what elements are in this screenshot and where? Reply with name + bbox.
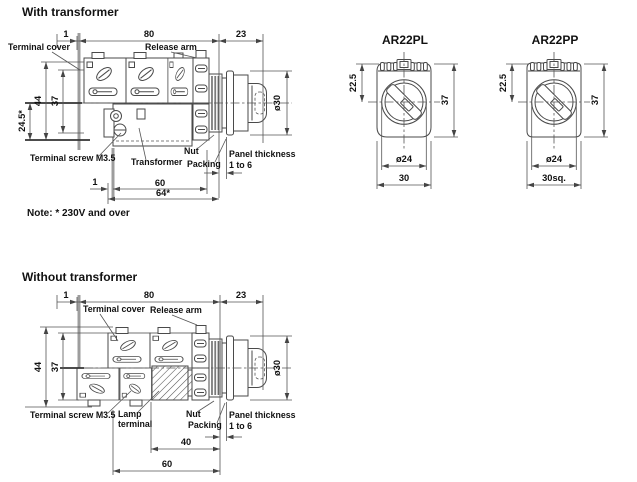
wot-release-arm-drawing — [191, 325, 210, 369]
ar22pl-dim-width: 30 — [399, 173, 409, 183]
wot-dim-height-inner: 37 — [50, 362, 60, 372]
wot-label-terminal-cover: Terminal cover — [83, 304, 146, 314]
wt-label-packing: Packing — [187, 159, 221, 169]
wot-lower-right-block — [191, 367, 210, 401]
wt-label-terminal-screw: Terminal screw M3.5 — [30, 153, 116, 163]
wt-label-release-arm: Release arm — [145, 42, 197, 52]
wot-label-release-arm: Release arm — [150, 305, 202, 315]
wt-lower-right-block — [192, 103, 210, 141]
with-transformer-view: With transformer — [8, 5, 296, 219]
wt-dim-bezel-dia: ø30 — [272, 95, 282, 111]
wot-label-terminal-screw: Terminal screw M3.5 — [30, 410, 116, 420]
wt-dim-body-depth: 60 — [155, 178, 165, 188]
ar22pl-dim-button-dia: ø24 — [396, 154, 413, 164]
wt-dim-front-length: 23 — [236, 29, 246, 39]
front-view-ar22pp: AR22PP 22.5 37 ø24 — [498, 33, 608, 189]
wt-labels: Terminal cover Release arm Terminal scre… — [8, 42, 296, 170]
wt-label-transformer: Transformer — [131, 157, 183, 167]
ar22pp-dim-top-to-center: 22.5 — [498, 74, 508, 92]
wot-dim-cover-thickness: 1 — [63, 290, 68, 300]
ar22pl-device-drawing — [368, 52, 440, 150]
wt-dim-overall-depth: 64* — [156, 188, 170, 198]
without-transformer-view: Without transformer — [22, 270, 296, 475]
wot-label-lamp-terminal-2: terminal — [118, 419, 152, 429]
wot-labels: Terminal cover Release arm Terminal scre… — [30, 304, 296, 431]
wot-dim-bezel-dia: ø30 — [272, 360, 282, 376]
wot-dim-height-outer: 44 — [33, 361, 43, 372]
wot-dim-front-length: 23 — [236, 290, 246, 300]
ar22pp-title: AR22PP — [532, 33, 579, 47]
wot-dimensions: 1 80 23 44 37 ø30 40 60 — [25, 290, 292, 475]
wot-title: Without transformer — [22, 270, 138, 284]
wt-title: With transformer — [22, 5, 119, 19]
ar22pp-dim-height: 37 — [590, 95, 600, 105]
wt-dim-height-outer: 44 — [33, 95, 43, 106]
wot-label-panel-range: 1 to 6 — [229, 421, 252, 431]
wot-dim-body-length: 80 — [144, 290, 154, 300]
wt-transformer-drawing — [103, 103, 193, 147]
wt-dim-cover-thickness: 1 — [63, 29, 68, 39]
wt-label-panel-thickness: Panel thickness — [229, 149, 296, 159]
wt-dim-body-length: 80 — [144, 29, 154, 39]
wt-dim-height-inner: 37 — [50, 96, 60, 106]
wt-label-panel-range: 1 to 6 — [229, 160, 252, 170]
wt-device-drawing — [25, 33, 292, 150]
wot-label-packing: Packing — [188, 420, 222, 430]
wot-device-drawing — [60, 295, 292, 407]
wot-dim-lamp-depth: 40 — [181, 437, 191, 447]
wot-label-nut: Nut — [186, 409, 201, 419]
ar22pp-dim-button-dia: ø24 — [546, 154, 563, 164]
wt-dimensions: 1 80 23 24.5* 44 37 ø30 1 60 64* — [17, 29, 292, 204]
wot-label-lamp-terminal-1: Lamp — [118, 409, 142, 419]
ar22pl-dim-top-to-center: 22.5 — [348, 74, 358, 92]
ar22pl-dim-height: 37 — [440, 95, 450, 105]
wt-dim-bottom-offset: 1 — [92, 177, 97, 187]
wt-release-arm-drawing — [192, 50, 210, 104]
ar22pp-dimensions: 22.5 37 ø24 30sq. — [498, 63, 608, 189]
wt-dim-center-to-bottom: 24.5* — [17, 110, 27, 132]
wot-label-panel-thickness: Panel thickness — [229, 410, 296, 420]
front-view-ar22pl: AR22PL 22.5 37 ø24 — [348, 33, 458, 189]
ar22pp-device-drawing — [518, 52, 590, 150]
wt-label-nut: Nut — [184, 146, 199, 156]
ar22pl-dimensions: 22.5 37 ø24 30 — [348, 63, 458, 189]
wt-note: Note: * 230V and over — [27, 208, 130, 219]
wt-label-terminal-cover: Terminal cover — [8, 42, 71, 52]
ar22pp-dim-width: 30sq. — [542, 173, 566, 183]
wot-dim-body-depth: 60 — [162, 459, 172, 469]
ar22pl-title: AR22PL — [382, 33, 428, 47]
